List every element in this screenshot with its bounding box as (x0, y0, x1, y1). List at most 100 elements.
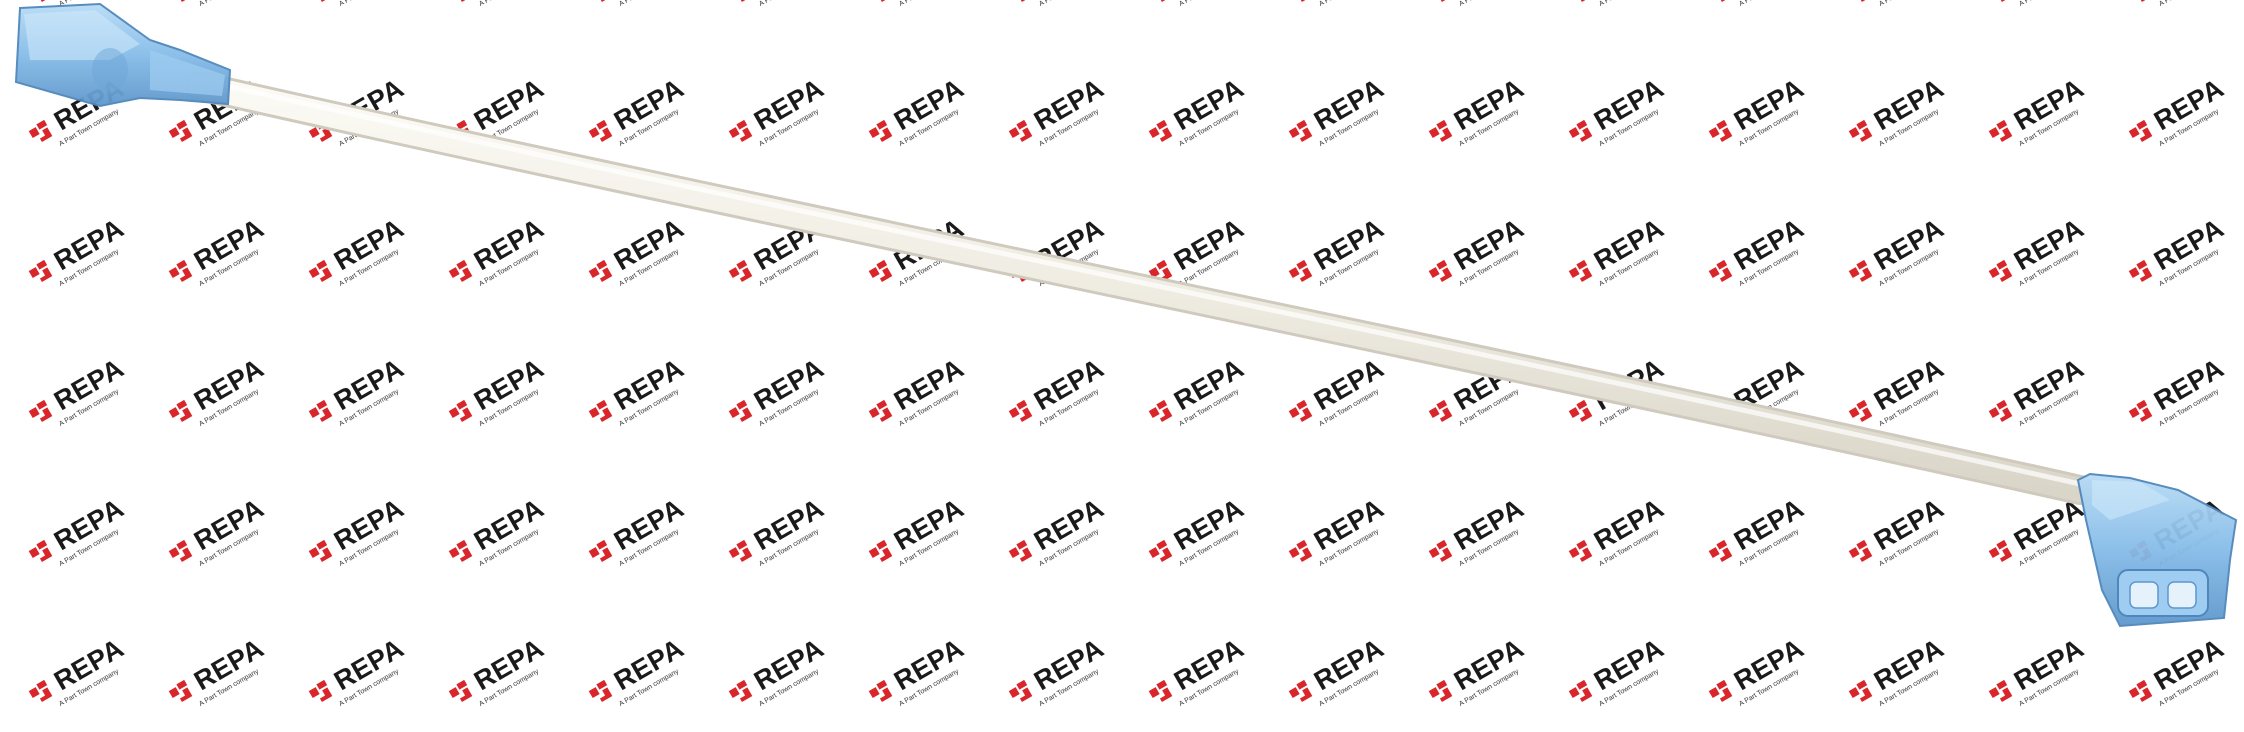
repa-logo-icon (308, 399, 333, 422)
repa-logo-icon (1288, 119, 1313, 142)
repa-logo-icon (1988, 539, 2013, 562)
repa-logo-icon (1848, 259, 1873, 282)
repa-logo-icon (1008, 679, 1033, 702)
repa-logo-icon (1288, 539, 1313, 562)
repa-logo-icon (728, 679, 753, 702)
repa-logo-icon (2128, 119, 2153, 142)
repa-logo-icon (728, 259, 753, 282)
repa-logo-icon (28, 679, 53, 702)
repa-logo-icon (448, 399, 473, 422)
repa-logo-icon (28, 259, 53, 282)
repa-logo-icon (1708, 539, 1733, 562)
repa-logo-icon (28, 119, 53, 142)
repa-logo-icon (1988, 119, 2013, 142)
repa-logo-icon (728, 119, 753, 142)
repa-logo-icon (168, 679, 193, 702)
repa-logo-icon (2128, 259, 2153, 282)
repa-logo-icon (728, 399, 753, 422)
repa-logo-icon (28, 539, 53, 562)
repa-logo-icon (448, 259, 473, 282)
repa-logo-icon (2128, 399, 2153, 422)
repa-logo-icon (1568, 539, 1593, 562)
repa-logo-icon (1428, 399, 1453, 422)
left-spade-connector (14, 2, 232, 108)
repa-logo-icon (1148, 119, 1173, 142)
repa-logo-icon (1568, 679, 1593, 702)
repa-logo-icon (1288, 679, 1313, 702)
repa-logo-icon (588, 539, 613, 562)
repa-logo-icon (168, 119, 193, 142)
repa-logo-icon (1568, 399, 1593, 422)
repa-logo-icon (168, 539, 193, 562)
product-cable-image (14, 2, 2238, 628)
repa-logo-icon (1428, 119, 1453, 142)
repa-logo-icon (868, 679, 893, 702)
repa-logo-icon (448, 679, 473, 702)
repa-logo-icon (1288, 259, 1313, 282)
repa-logo-icon (1568, 259, 1593, 282)
repa-logo-icon (1988, 399, 2013, 422)
repa-logo-icon (1008, 399, 1033, 422)
repa-logo-icon (1708, 259, 1733, 282)
repa-logo-icon (308, 539, 333, 562)
repa-logo-icon (868, 259, 893, 282)
repa-logo-icon (308, 679, 333, 702)
repa-logo-icon (308, 259, 333, 282)
repa-logo-icon (1288, 399, 1313, 422)
repa-logo-icon (1988, 679, 2013, 702)
repa-logo-icon (1148, 259, 1173, 282)
repa-logo-icon (1428, 679, 1453, 702)
repa-logo-icon (588, 399, 613, 422)
repa-logo-icon (1148, 539, 1173, 562)
repa-logo-icon (868, 539, 893, 562)
